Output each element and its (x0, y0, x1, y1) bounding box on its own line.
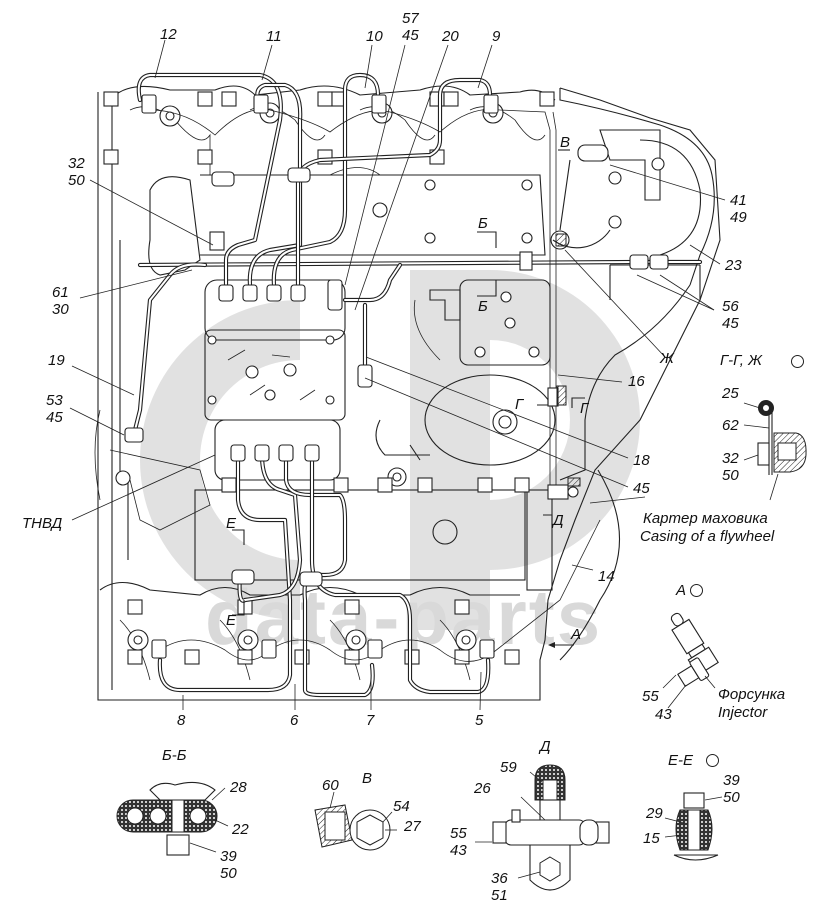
detail-a-title: А (676, 582, 687, 599)
detail-e-e-label-39-50: 39 50 (723, 772, 740, 806)
detail-g-g-label-62: 62 (722, 417, 739, 434)
callout-41-49: 41 49 (730, 192, 747, 226)
detail-g-g-label-32-50: 32 50 (722, 450, 739, 484)
callout-23: 23 (725, 257, 742, 274)
section-mark-b-top: Б (478, 215, 488, 232)
detail-d-label-36-51: 36 51 (491, 870, 508, 904)
circle-marker-icon (706, 754, 719, 767)
callout-14: 14 (598, 568, 615, 585)
section-mark-b-bottom: Б (478, 298, 488, 315)
callout-45: 45 (633, 480, 650, 497)
detail-a-injector-en: Injector (718, 704, 768, 721)
section-mark-g-right: Г (580, 400, 589, 417)
section-mark-a: А (571, 626, 582, 643)
detail-e-e-label-29: 29 (646, 805, 663, 822)
detail-v-title: В (362, 770, 373, 787)
detail-e-e-label-15: 15 (643, 830, 660, 847)
detail-b-b-label-22: 22 (232, 821, 249, 838)
detail-b-b-label-28: 28 (230, 779, 247, 796)
callout-10: 10 (366, 28, 383, 45)
detail-a-injector (662, 612, 719, 709)
callout-61-30: 61 30 (52, 284, 69, 318)
detail-v-label-27: 27 (404, 818, 421, 835)
detail-d-label-26: 26 (474, 780, 491, 797)
callout-20: 20 (442, 28, 459, 45)
callout-6: 6 (290, 712, 299, 729)
callout-zh: Ж (660, 350, 674, 367)
detail-g-g-label-25: 25 (722, 385, 739, 402)
circle-marker-icon (791, 355, 804, 368)
callout-8: 8 (177, 712, 186, 729)
callout-19: 19 (48, 352, 65, 369)
fuel-supply-pipes (124, 144, 621, 661)
detail-a-label-55: 55 (642, 688, 659, 705)
leader-lines (69, 39, 726, 711)
detail-d-label-55-43: 55 43 (450, 825, 467, 859)
detail-v (314, 791, 397, 851)
callout-18: 18 (633, 452, 650, 469)
callout-7: 7 (366, 712, 375, 729)
section-mark-e-top: Е (226, 515, 237, 532)
flywheel-note-en: Casing of a flywheel (640, 528, 775, 545)
callout-32-50: 32 50 (68, 155, 85, 189)
detail-v-label-60: 60 (322, 777, 339, 794)
detail-a-label-43: 43 (655, 706, 672, 723)
detail-g-g-title: Г-Г, Ж (720, 352, 762, 369)
callout-53-45: 53 45 (46, 392, 63, 426)
fuel-return-rail (137, 231, 703, 271)
circle-marker-icon (690, 584, 703, 597)
callout-5: 5 (475, 712, 484, 729)
detail-a-injector-ru: Форсунка (718, 686, 786, 703)
detail-d-label-59: 59 (500, 759, 517, 776)
callout-9: 9 (492, 28, 501, 45)
callout-57-45: 57 45 (402, 10, 419, 44)
callout-56-45: 56 45 (722, 298, 739, 332)
detail-e-e (664, 792, 723, 861)
flywheel-note-ru: Картер маховика (643, 510, 768, 527)
high-pressure-pipes-top (136, 72, 557, 490)
detail-b-b (116, 781, 229, 856)
engine-block-outline (94, 85, 721, 701)
detail-e-e-title: Е-Е (668, 752, 694, 769)
callout-12: 12 (160, 26, 177, 43)
section-mark-g-left: Г (515, 396, 524, 413)
detail-d-tee (475, 764, 610, 891)
section-mark-e-bottom: Е (226, 612, 237, 629)
section-marks (232, 149, 585, 648)
high-pressure-pipes-bottom (151, 444, 601, 698)
section-mark-v: В (560, 134, 571, 151)
detail-v-label-54: 54 (393, 798, 410, 815)
callout-11: 11 (266, 28, 282, 45)
detail-b-b-label-39-50: 39 50 (220, 848, 237, 882)
callout-16: 16 (628, 373, 645, 390)
section-mark-d: Д (553, 512, 564, 529)
callout-tnvd: ТНВД (22, 515, 63, 532)
detail-d-title: Д (540, 738, 551, 755)
detail-g-g (743, 400, 807, 501)
detail-b-b-title: Б-Б (162, 747, 187, 764)
